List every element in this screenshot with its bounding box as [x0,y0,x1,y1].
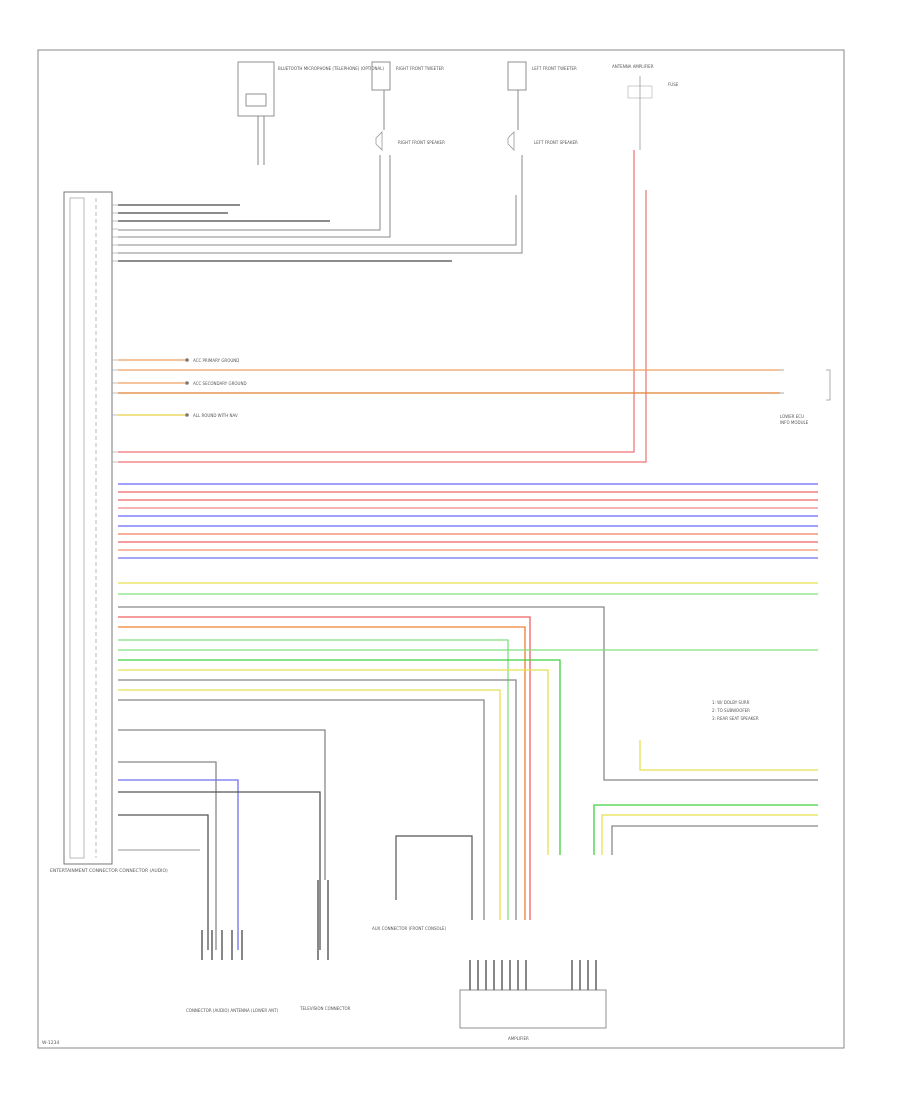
bottom-connector-2-label: TELEVISION CONNECTOR [299,1006,351,1011]
right-front-tweeter: RIGHT FRONT TWEETER [371,61,444,91]
amplifier-box: AMPLIFIER [459,989,607,1041]
amplifier-pins [469,960,597,990]
left-connector-label: ENTERTAINMENT CONNECTOR CONNECTOR (AUDIO… [50,868,168,874]
legend-item-1: 1: W/ DOLBY SURR [712,700,750,705]
right-front-speaker: RIGHT FRONT SPEAKER [375,131,445,151]
mic-module-label: BLUETOOTH MICROPHONE (TELEPHONE) (OPTION… [278,66,384,71]
antenna-label: ANTENNA AMPLIFIER [612,64,654,69]
aux-wire: AUX CONNECTOR (FRONT CONSOLE) [372,835,473,931]
connector-pins [112,204,118,463]
lower-left-wires [118,729,326,950]
dsp-ground-2: ACC SECONDARY GROUND [193,381,247,386]
antenna-power-wires [118,150,647,463]
antenna-amplifier: ANTENNA AMPLIFIER FUSE [612,64,679,150]
aux-label: AUX CONNECTOR (FRONT CONSOLE) [372,926,446,931]
legend-item-2: 2: TO SUBWOOFER [712,708,750,713]
right-connector-note: INFO MODULE [780,420,809,425]
right-front-speaker-label: RIGHT FRONT SPEAKER [398,140,445,145]
yellow-green-pair [118,582,818,595]
left-front-tweeter: LEFT FRONT TWEETER [507,61,577,91]
speaker-bus [118,483,818,559]
bottom-connector-1-label: CONNECTOR (AUDIO) ANTENNA (LOWER ANT) [186,1008,279,1013]
orange-upper-wires [118,359,780,416]
left-front-speaker: LEFT FRONT SPEAKER [507,131,578,151]
dsp-ground-3: ALL ROUND WITH NAV [193,413,238,418]
legend-item-3: 3: REAR SEAT SPEAKER [712,716,759,721]
right-lower-wires [593,740,818,855]
left-main-connector: ENTERTAINMENT CONNECTOR CONNECTOR (AUDIO… [50,191,168,874]
legend: 1: W/ DOLBY SURR 2: TO SUBWOOFER 3: REAR… [712,700,759,721]
page-code: W-1234 [42,1040,59,1046]
bottom-connector-1: CONNECTOR (AUDIO) ANTENNA (LOWER ANT) [186,930,279,1013]
right-connector: LOWER ECU INFO MODULE [780,369,831,425]
orange-wire-notes: ACC PRIMARY GROUND ACC SECONDARY GROUND … [185,358,247,418]
top-drops [118,90,523,254]
amplifier-wires [118,606,818,920]
amplifier-label: AMPLIFIER [508,1036,529,1041]
diagram-frame [37,49,845,1049]
top-wire-stubs [118,204,452,262]
fuse-label: FUSE [668,82,679,87]
right-connector-label: LOWER ECU [780,414,804,419]
left-front-tweeter-label: LEFT FRONT TWEETER [532,66,577,71]
bottom-connector-2: TELEVISION CONNECTOR [299,880,351,1011]
right-front-tweeter-label: RIGHT FRONT TWEETER [396,66,444,71]
left-front-speaker-label: LEFT FRONT SPEAKER [534,140,578,145]
dsp-ground-1: ACC PRIMARY GROUND [193,358,239,363]
mic-module: BLUETOOTH MICROPHONE (TELEPHONE) (OPTION… [237,61,384,117]
